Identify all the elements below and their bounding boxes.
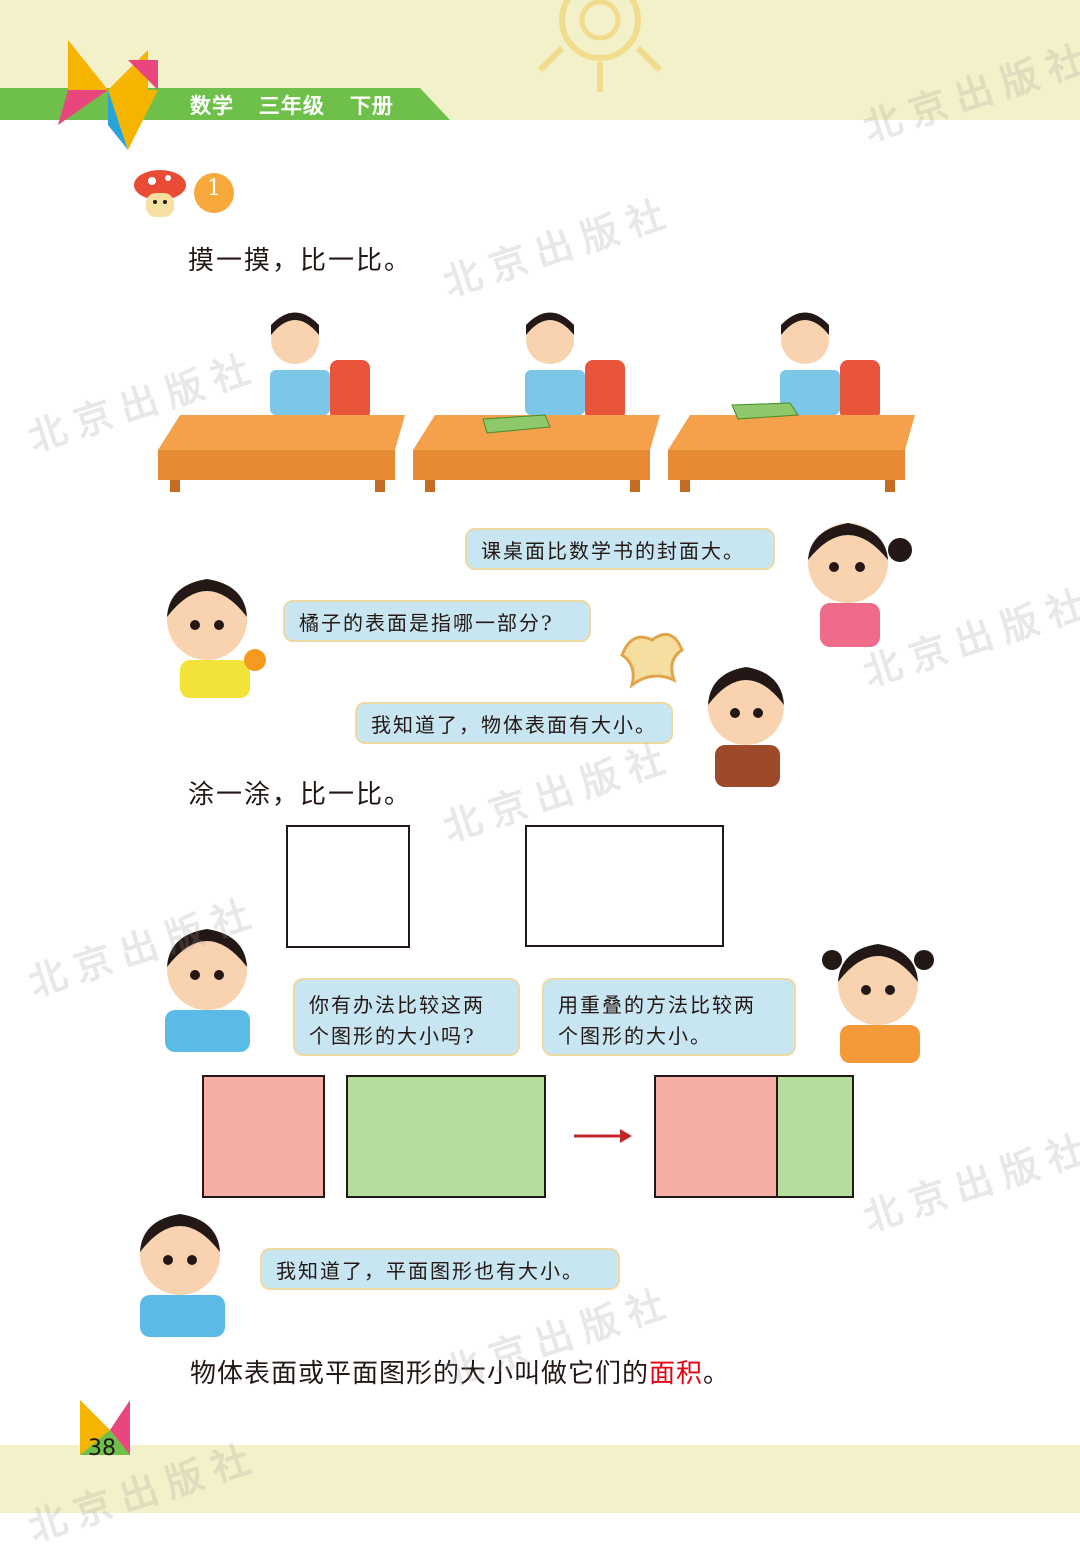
footer-tangram-logo <box>80 1400 130 1455</box>
bubble-line: 个图形的大小。 <box>558 1024 712 1048</box>
bubble-line: 你有办法比较这两 <box>309 993 485 1017</box>
definition-sentence: 物体表面或平面图形的大小叫做它们的面积。 <box>190 1353 730 1390</box>
boy-orange-character <box>167 579 266 698</box>
bubble-line: 用重叠的方法比较两 <box>558 993 756 1017</box>
orange-peel-icon <box>620 632 684 689</box>
bubble-text: 橘子的表面是指哪一部分? <box>299 610 554 635</box>
speech-bubble-boy-plane: 我知道了，平面图形也有大小。 <box>260 1248 620 1290</box>
desk-illustration <box>158 312 915 492</box>
empty-square <box>286 825 410 948</box>
watermark: 北京出版社 <box>857 1124 1080 1241</box>
pink-square <box>202 1075 325 1198</box>
definition-term: 面积 <box>649 1359 704 1389</box>
speech-bubble-girl-overlap: 用重叠的方法比较两 个图形的大小。 <box>542 978 796 1056</box>
instruction-color-compare: 涂一涂，比一比。 <box>188 780 413 810</box>
desk-scene-2 <box>413 312 660 492</box>
bubble-text: 课桌面比数学书的封面大。 <box>481 538 745 563</box>
footer-band <box>0 1445 1080 1513</box>
bubble-text: 我知道了，平面图形也有大小。 <box>276 1258 584 1283</box>
speech-bubble-boy-orange: 橘子的表面是指哪一部分? <box>283 600 591 642</box>
girl-character <box>808 523 912 647</box>
speech-bubble-boy-surface: 我知道了，物体表面有大小。 <box>355 702 673 744</box>
definition-suffix: 。 <box>703 1359 731 1389</box>
tangram-logo <box>58 40 158 150</box>
sun-decoration <box>537 0 663 92</box>
arrow-right-icon <box>574 1129 632 1143</box>
green-rectangle <box>346 1075 546 1198</box>
speech-bubble-girl-desk: 课桌面比数学书的封面大。 <box>465 528 775 570</box>
girl-overlap-character <box>822 944 934 1063</box>
overlap-pink-square <box>654 1075 778 1198</box>
page-number: 38 <box>88 1436 116 1461</box>
empty-rectangle <box>525 825 724 947</box>
boy-compare-character <box>165 929 250 1052</box>
header-title: 数学 三年级 下册 <box>190 94 394 118</box>
desk-scene-3 <box>668 312 915 492</box>
boy-thinking-character <box>708 667 784 787</box>
speech-bubble-boy-compare: 你有办法比较这两 个图形的大小吗? <box>293 978 520 1056</box>
bubble-text: 我知道了，物体表面有大小。 <box>371 712 657 737</box>
watermark: 北京出版社 <box>437 189 680 306</box>
definition-prefix: 物体表面或平面图形的大小叫做它们的 <box>190 1359 650 1389</box>
instruction-touch-compare: 摸一摸，比一比。 <box>188 246 413 276</box>
bubble-line: 个图形的大小吗? <box>309 1024 476 1048</box>
boy-plane-character <box>140 1214 225 1337</box>
section-number: 1 <box>207 176 221 201</box>
section-mushroom-icon <box>134 170 234 217</box>
desk-scene-1 <box>158 312 405 492</box>
